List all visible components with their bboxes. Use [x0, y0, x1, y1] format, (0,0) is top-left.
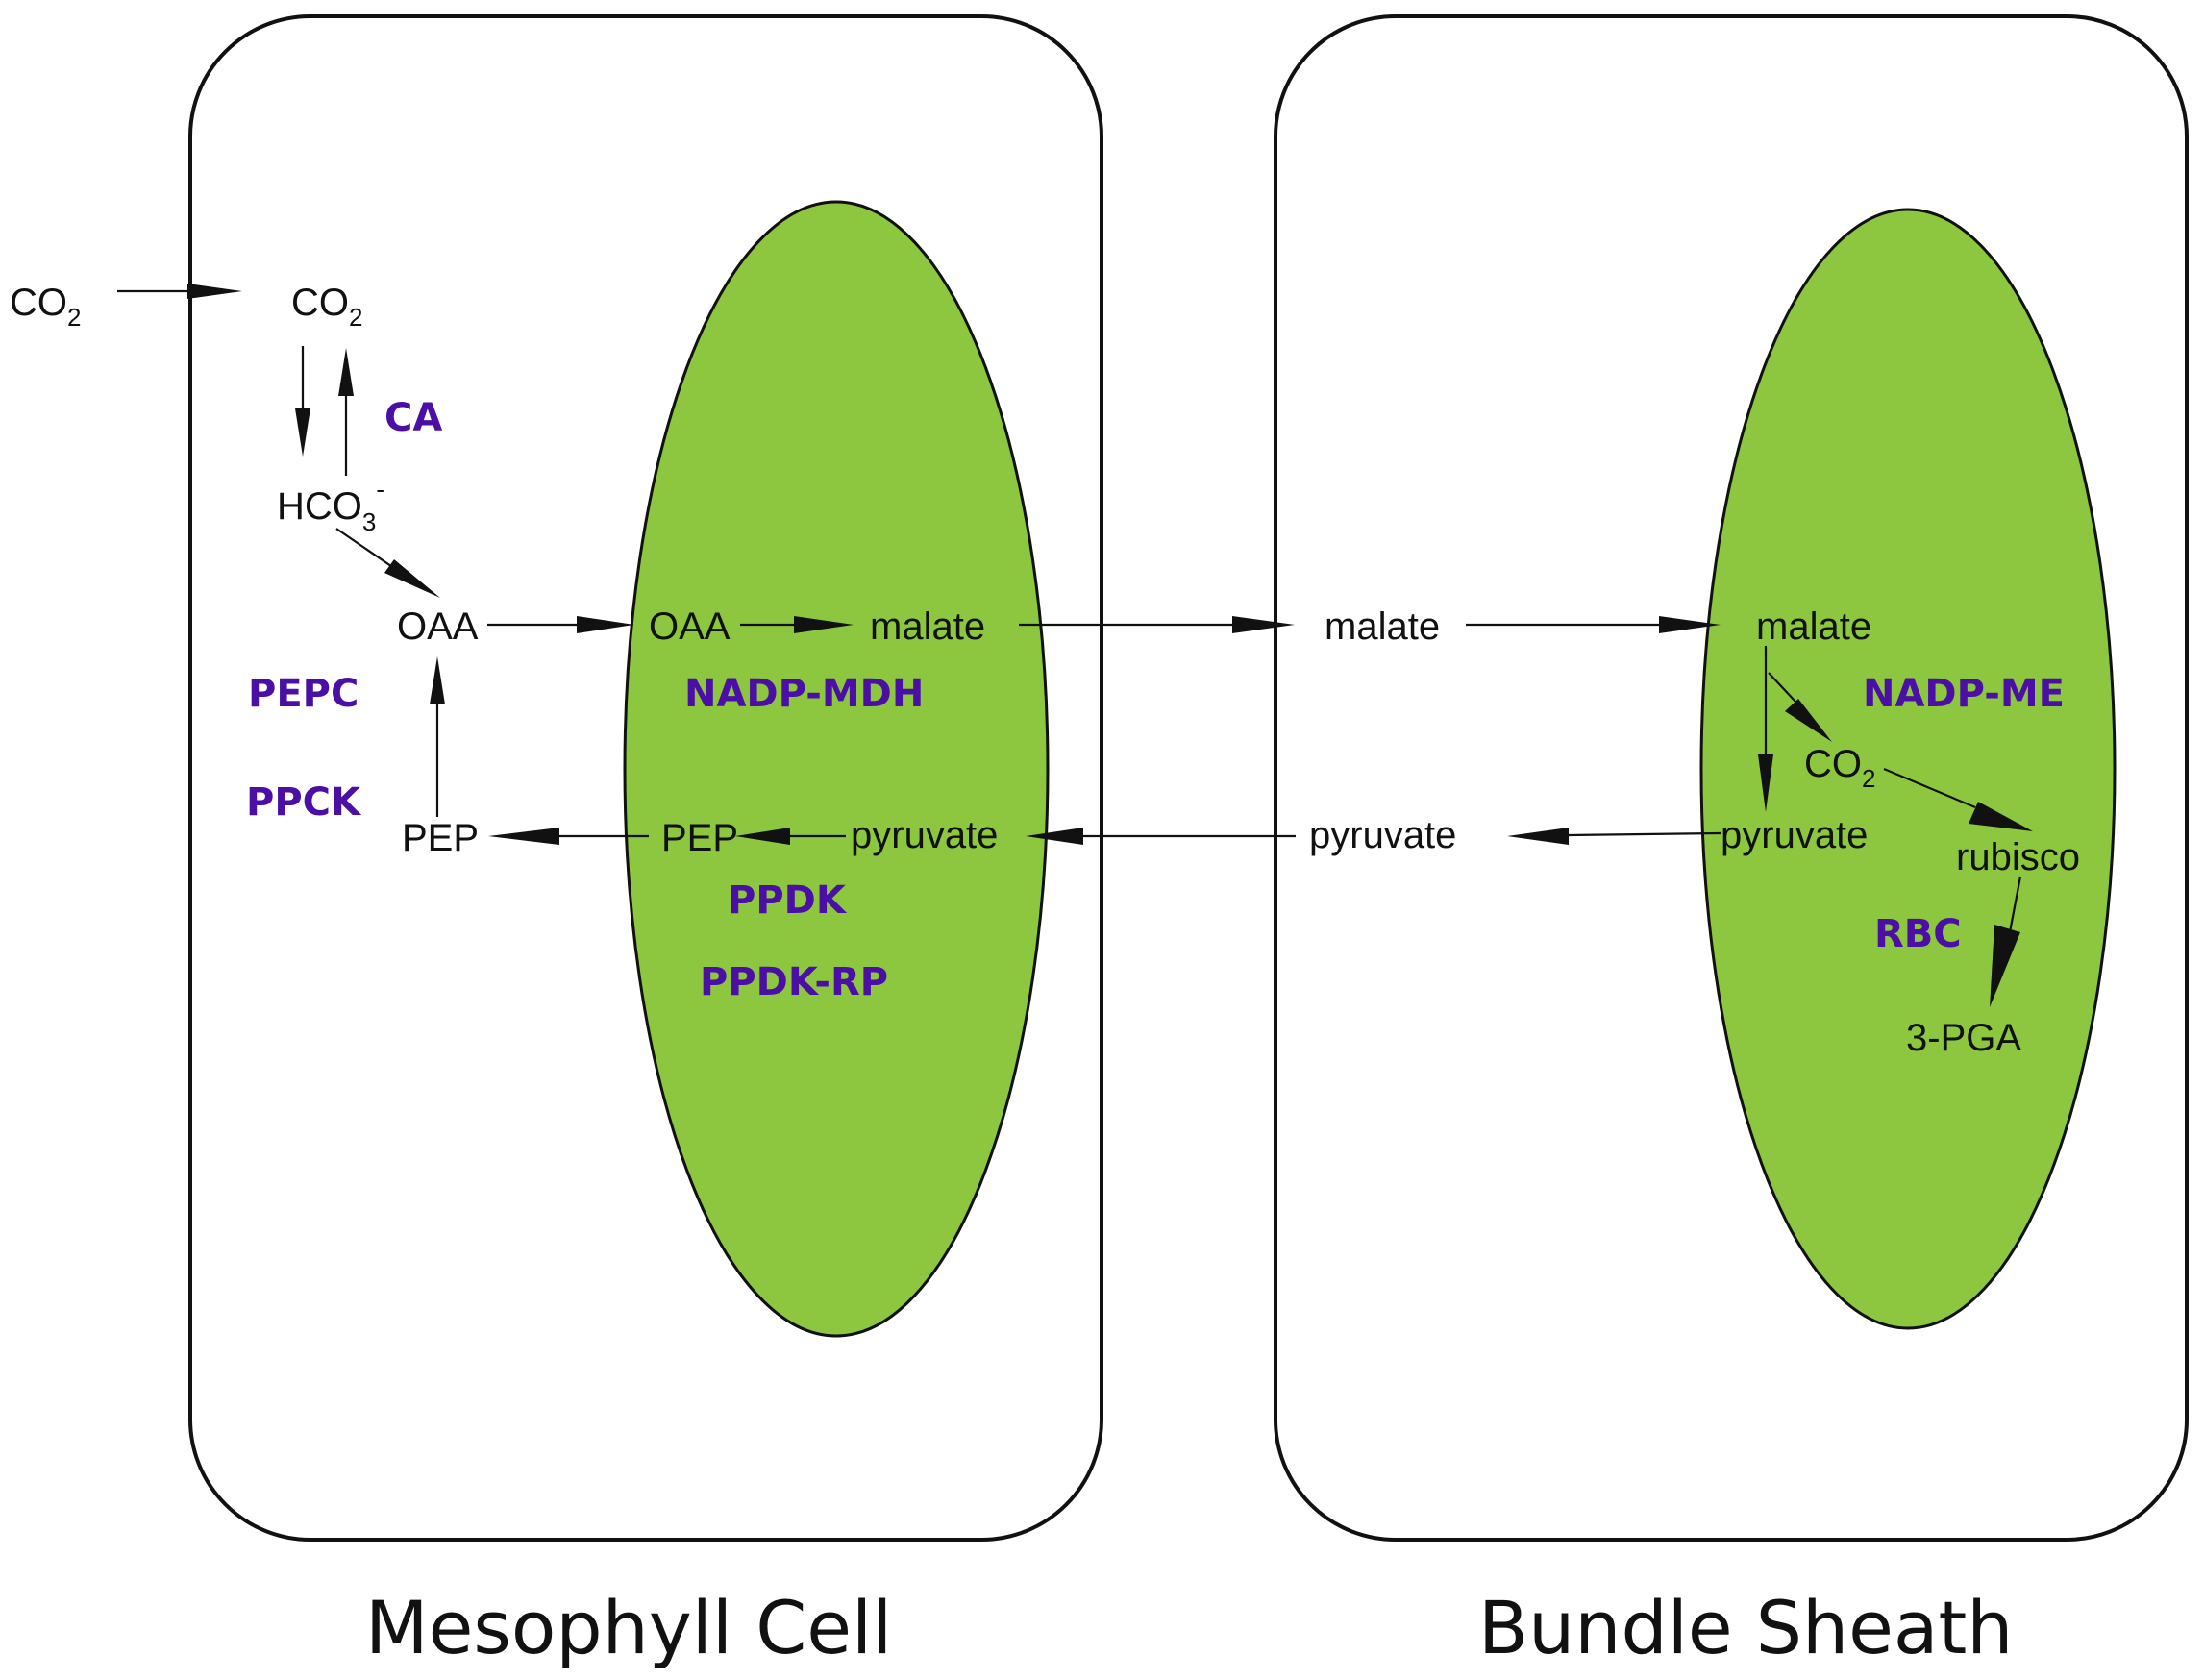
arrow-co2-to-rubisco: [1883, 767, 2033, 831]
arrow-pyruvate-to-transit: [1507, 828, 1721, 845]
arrow-rubisco-to-pga: [1990, 876, 2022, 1007]
arrow-hco3-to-oaa: [335, 528, 440, 598]
enzyme-nadp-mdh: NADP-MDH: [684, 672, 924, 716]
arrow-co2-entry: [117, 284, 242, 299]
rubisco-label: rubisco: [1956, 836, 2080, 878]
arrow-pep-export: [488, 828, 649, 845]
arrow-oaa-transport: [487, 616, 634, 633]
arrow-pep-to-oaa: [430, 656, 445, 817]
hco3-label: HCO3-: [277, 475, 384, 536]
enzyme-ppdk-rp: PPDK-RP: [700, 960, 888, 1004]
bundle-sheath-chloroplast: [1699, 208, 2117, 1330]
enzyme-ppdk: PPDK: [728, 878, 848, 923]
enzymes: CA PEPC PPCK NADP-MDH PPDK PPDK-RP NADP-…: [246, 396, 2065, 1004]
metabolites: CO2 CO2 HCO3- OAA OAA malate malate mala…: [10, 282, 2080, 1059]
enzyme-ppck: PPCK: [246, 780, 362, 825]
arrow-hco3-to-co2: [338, 348, 354, 476]
mesophyll-cell-label: Mesophyll Cell: [365, 1585, 892, 1670]
oaa-cytosol-label: OAA: [397, 605, 479, 648]
pyruvate-bundle-sheath-label: pyruvate: [1721, 814, 1868, 856]
arrow-co2-to-hco3: [295, 346, 310, 457]
malate-bundle-sheath-label: malate: [1756, 605, 1871, 648]
co2-mesophyll-label: CO2: [291, 282, 362, 332]
enzyme-rbc: RBC: [1874, 912, 1962, 956]
mesophyll-chloroplast: [623, 200, 1050, 1338]
malate-mesophyll-label: malate: [870, 605, 985, 648]
malate-transit-label: malate: [1325, 605, 1440, 648]
enzyme-nadp-me: NADP-ME: [1863, 672, 2065, 716]
arrow-oaa-to-malate: [740, 616, 854, 633]
arrow-malate-to-pyruvate: [1758, 646, 1773, 812]
arrows: [117, 284, 2033, 1007]
pyruvate-transit-label: pyruvate: [1309, 814, 1456, 856]
co2-outside-label: CO2: [10, 282, 81, 332]
bundle-sheath-cell-label: Bundle Sheath: [1478, 1585, 2013, 1670]
arrow-malate-to-transit: [1019, 616, 1295, 633]
pyruvate-mesophyll-label: pyruvate: [851, 814, 998, 856]
arrow-pyruvate-to-mesophyll: [1026, 828, 1296, 845]
enzyme-ca: CA: [384, 396, 442, 440]
arrow-malate-to-bundle-sheath: [1466, 616, 1721, 633]
co2-bundle-sheath-label: CO2: [1804, 743, 1875, 793]
pga-label: 3-PGA: [1906, 1017, 2021, 1059]
enzyme-pepc: PEPC: [248, 672, 359, 716]
pep-chloroplast-label: PEP: [661, 817, 738, 859]
pep-cytosol-label: PEP: [402, 817, 479, 859]
arrow-malate-to-co2: [1768, 672, 1832, 742]
oaa-chloroplast-label: OAA: [649, 605, 731, 648]
arrow-pyruvate-to-pep: [735, 828, 846, 845]
